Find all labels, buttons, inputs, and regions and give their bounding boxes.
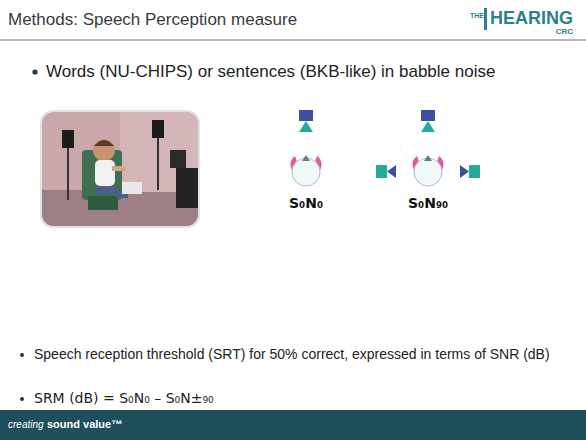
- logo-text: HEARING: [490, 8, 573, 29]
- footer-band: [0, 410, 586, 440]
- bullet-dot: [32, 69, 37, 74]
- setup-label: S₀N₀: [289, 195, 323, 211]
- logo-text: THE: [470, 12, 484, 20]
- logo-bar: [484, 8, 487, 30]
- slide-title: Methods: Speech Perception measure: [8, 10, 297, 30]
- bullet-text: SRM (dB) = S₀N₀ – S₀N±₉₀: [34, 390, 214, 406]
- setup-label: S₀N₉₀: [408, 195, 448, 211]
- bullet-dot: [20, 353, 24, 357]
- bullet-dot: [20, 397, 24, 401]
- footer-text: sound value™: [47, 418, 122, 431]
- bullet-text: Speech reception threshold (SRT) for 50%…: [34, 346, 564, 362]
- s0n0-setup: [290, 110, 321, 186]
- bullet-text: Words (NU-CHIPS) or sentences (BKB-like)…: [46, 62, 495, 82]
- s0n90-setup: [376, 110, 480, 186]
- logo-text: CRC: [556, 27, 573, 36]
- booth-photo: [40, 110, 200, 228]
- footer-text: creating: [8, 419, 44, 431]
- header-rule: [0, 39, 586, 41]
